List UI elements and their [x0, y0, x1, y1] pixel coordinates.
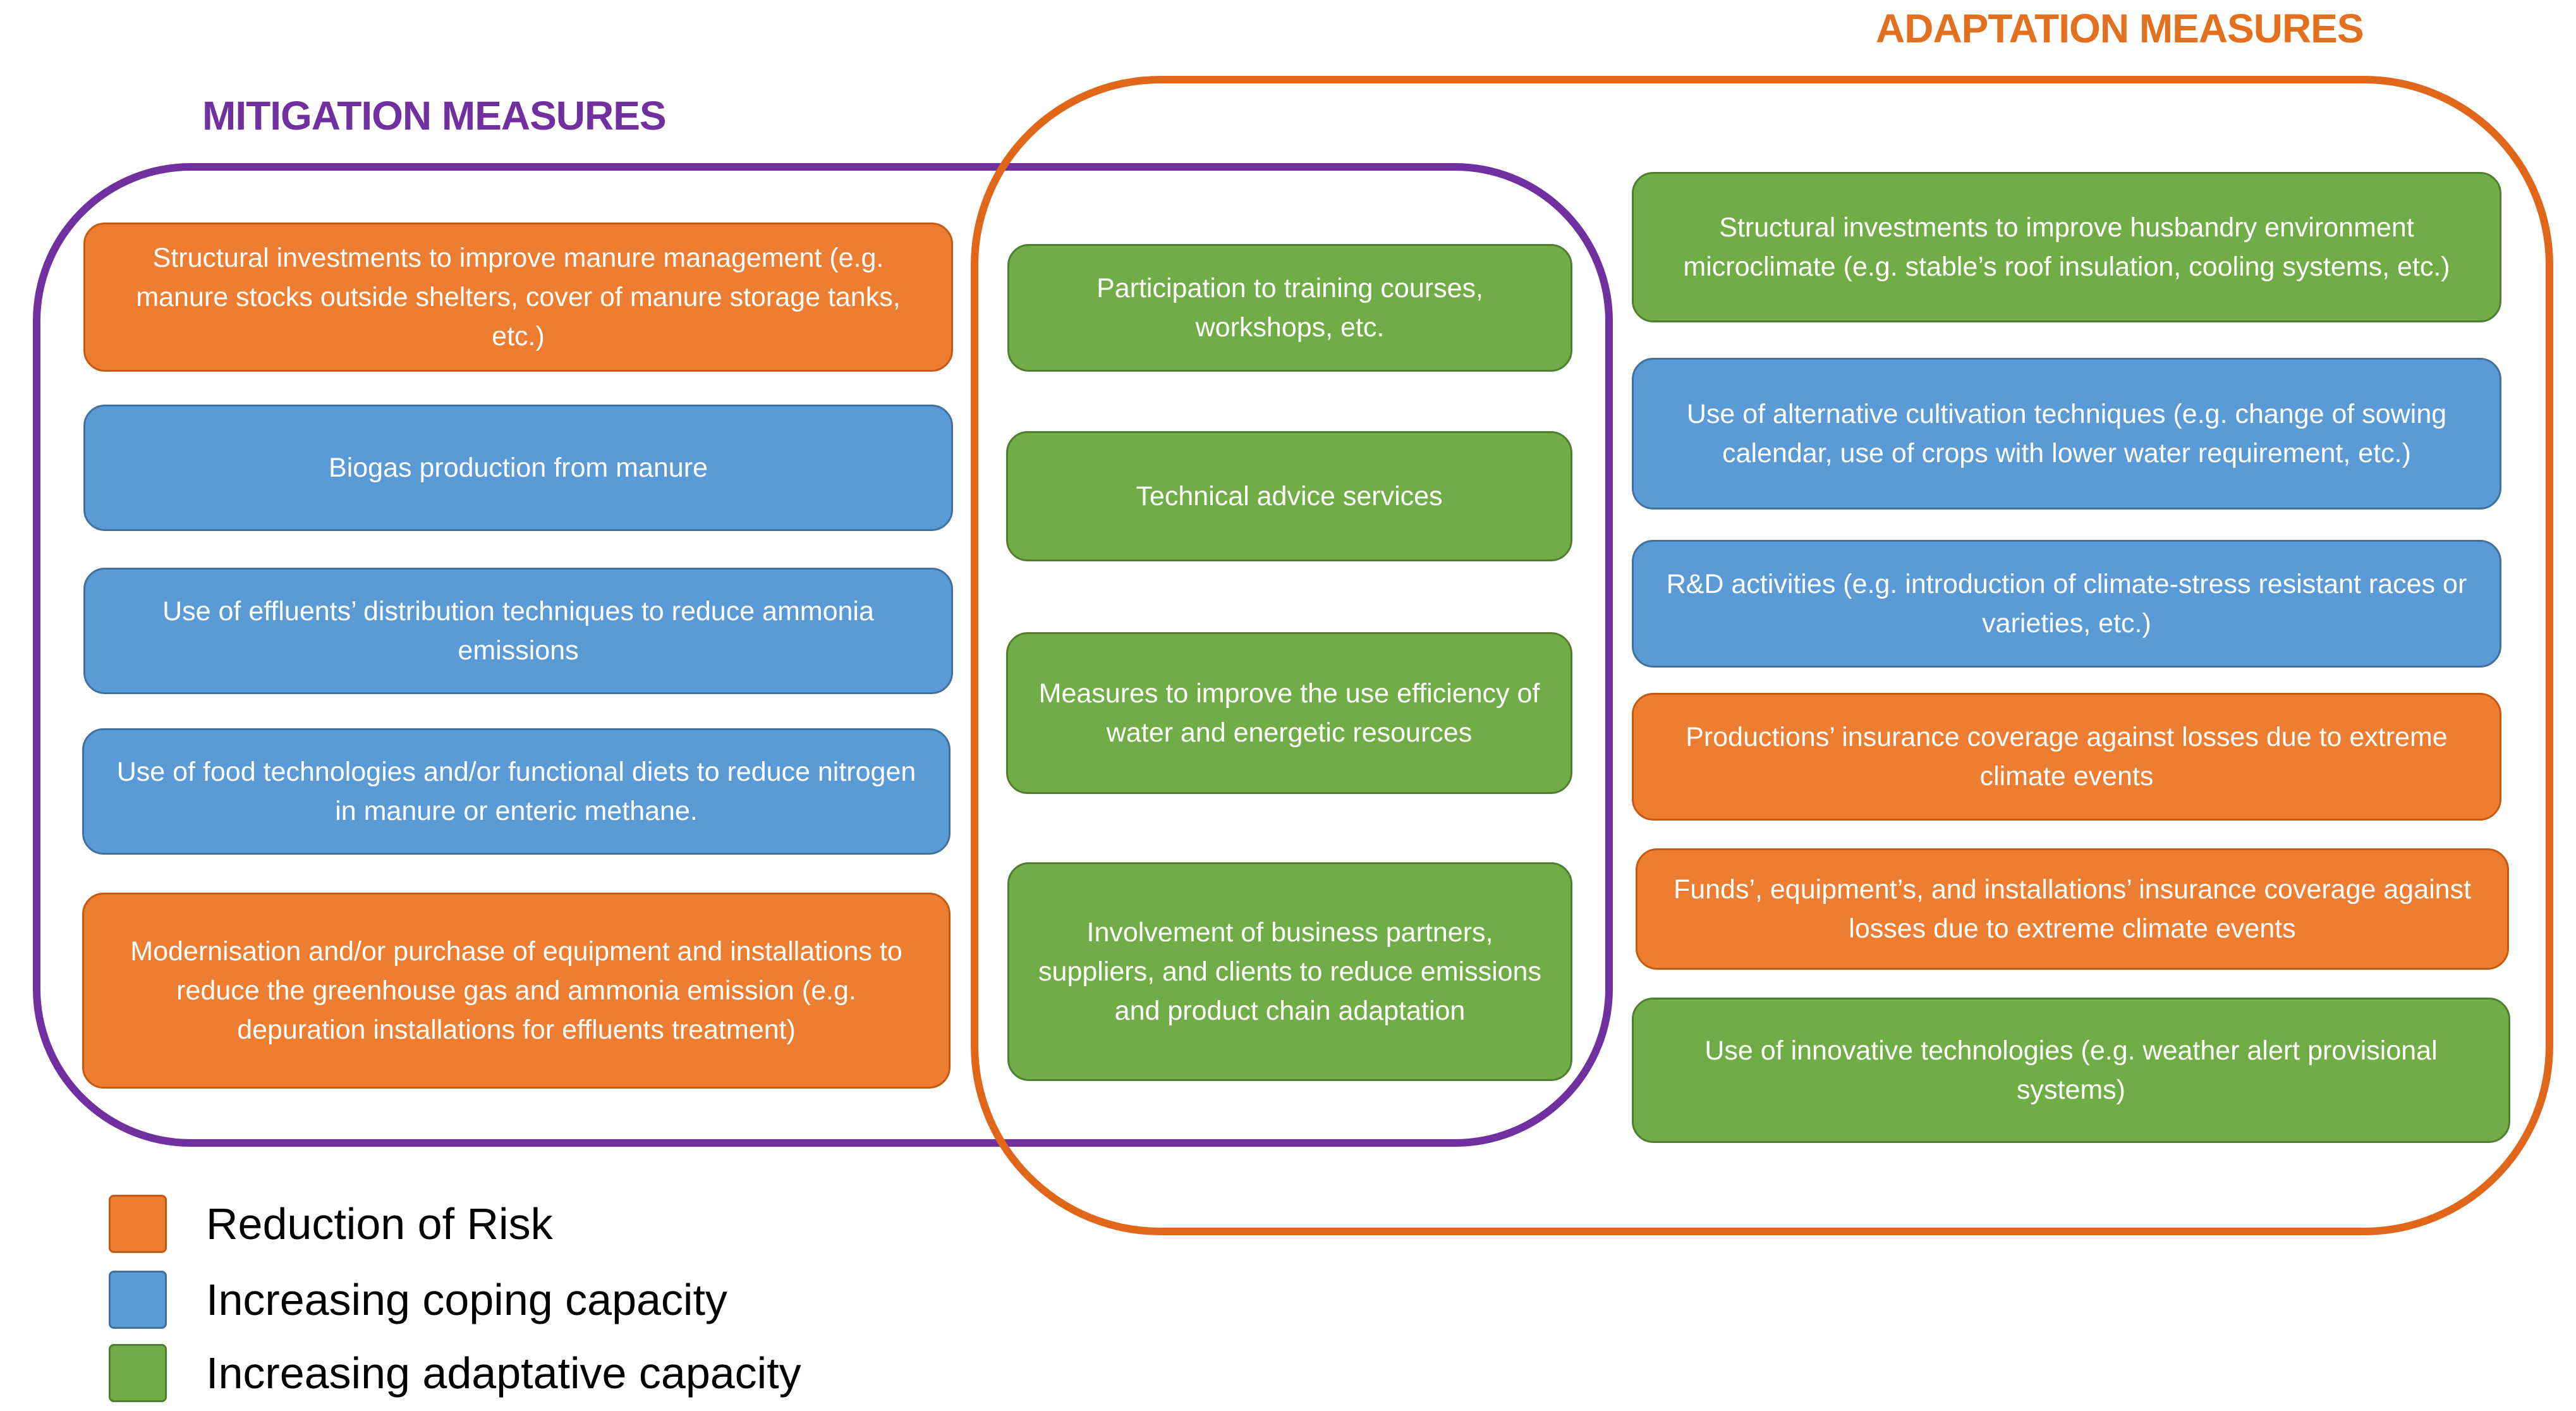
adaptation-measure-husbandry-microclimate: Structural investments to improve husban… [1632, 172, 2501, 322]
mitigation-measure-manure-management: Structural investments to improve manure… [83, 223, 953, 372]
legend-item-increasing-coping-capacity: Increasing coping capacity [109, 1271, 727, 1329]
shared-measure-water-energy-efficiency: Measures to improve the use efficiency o… [1006, 632, 1572, 794]
legend-swatch-blue [109, 1271, 167, 1329]
adaptation-set-outline [971, 76, 2553, 1235]
mitigation-measure-effluents-distribution: Use of effluents’ distribution technique… [83, 568, 953, 694]
legend-item-increasing-adaptative-capacity: Increasing adaptative capacity [109, 1344, 801, 1402]
shared-measure-business-partners: Involvement of business partners, suppli… [1007, 862, 1572, 1081]
mitigation-measure-modernisation: Modernisation and/or purchase of equipme… [82, 893, 951, 1089]
adaptation-measure-r-and-d: R&D activities (e.g. introduction of cli… [1632, 540, 2501, 668]
shared-measure-technical-advice: Technical advice services [1006, 431, 1572, 561]
mitigation-set-outline [33, 163, 1613, 1147]
mitigation-measure-biogas: Biogas production from manure [83, 405, 953, 531]
adaptation-measure-funds-insurance: Funds’, equipment’s, and installations’ … [1636, 848, 2509, 970]
shared-measure-training: Participation to training courses, works… [1007, 244, 1572, 372]
legend-label: Increasing coping capacity [206, 1275, 727, 1324]
legend-label: Reduction of Risk [206, 1199, 553, 1249]
legend-item-reduction-of-risk: Reduction of Risk [109, 1195, 553, 1253]
adaptation-title: ADAPTATION MEASURES [1876, 6, 2364, 51]
adaptation-measure-alternative-cultivation: Use of alternative cultivation technique… [1632, 358, 2501, 510]
legend-swatch-orange [109, 1195, 167, 1253]
adaptation-measure-production-insurance: Productions’ insurance coverage against … [1632, 693, 2501, 821]
legend-label: Increasing adaptative capacity [206, 1348, 801, 1398]
legend-swatch-green [109, 1344, 167, 1402]
adaptation-measure-innovative-technologies: Use of innovative technologies (e.g. wea… [1632, 998, 2510, 1143]
mitigation-measure-food-technologies: Use of food technologies and/or function… [82, 728, 951, 855]
mitigation-title: MITIGATION MEASURES [202, 93, 667, 138]
